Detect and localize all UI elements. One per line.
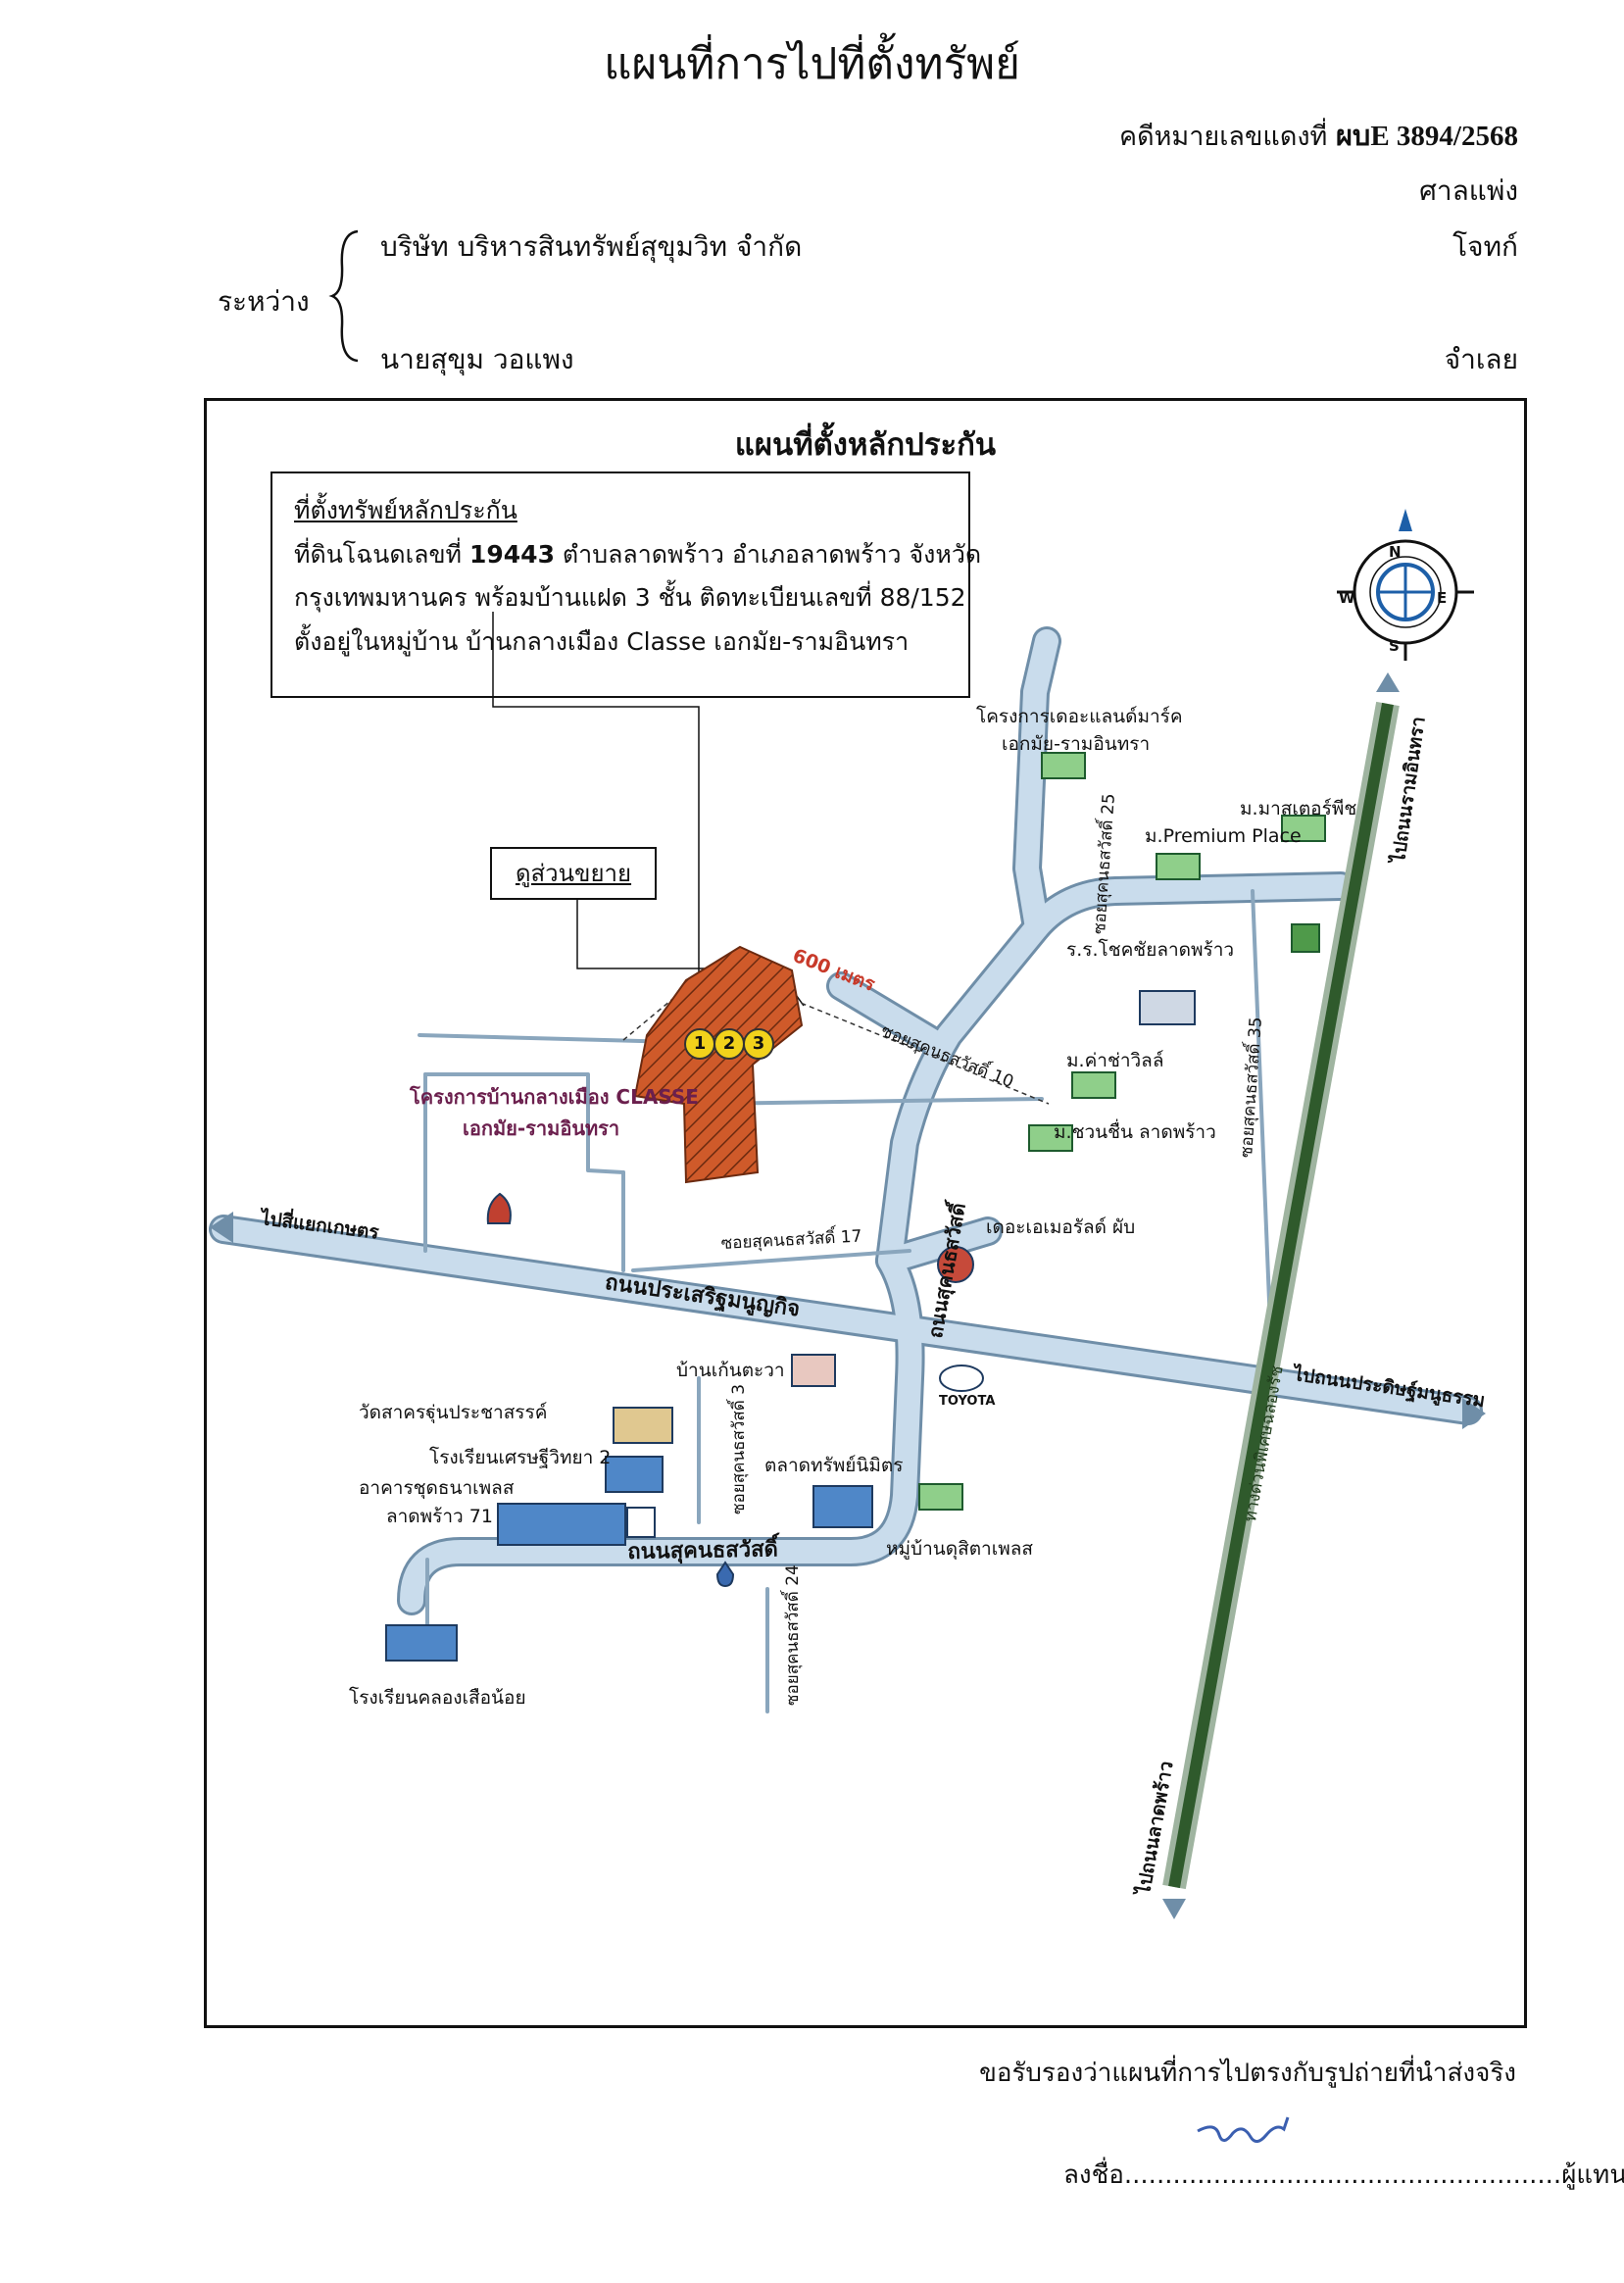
project-label-line-2: เอกมัย-รามอินทรา: [463, 1117, 620, 1140]
soi-label-3: ซอยสุคนธสวัสดิ์ 3: [729, 1383, 749, 1514]
document-title: แผนที่การไปที่ตั้งทรัพย์: [604, 39, 1020, 89]
court-name: ศาลแพ่ง: [1419, 174, 1518, 207]
compass-e: E: [1437, 589, 1448, 607]
plot-shape: [633, 945, 804, 1184]
landmark-school-khlong: โรงเรียนคลองเสือน้อย: [349, 1687, 526, 1709]
signature-line: ลงชื่อ..................................…: [1063, 2155, 1624, 2195]
road-label-sukhon: ถนนสุคนธสวัสดิ์: [627, 1537, 779, 1564]
compass-n: N: [1389, 543, 1402, 561]
soi-label-24: ซอยสุคนธสวัสดิ์ 24: [783, 1564, 803, 1706]
project-label-line-1: โครงการบ้านกลางเมือง CLASSE: [410, 1085, 699, 1109]
compass-s: S: [1389, 637, 1400, 655]
certification-text: ขอรับรองว่าแผนที่การไปตรงกับรูปถ่ายที่นำ…: [979, 2059, 1516, 2088]
sign-dots: ........................................…: [1123, 2160, 1562, 2190]
case-number: ผบE 3894/2568: [1335, 121, 1518, 152]
property-info-box: ที่ตั้งทรัพย์หลักประกัน ที่ดินโฉนดเลขที่…: [271, 471, 981, 698]
case-label: คดีหมายเลขแดงที่: [1119, 122, 1328, 152]
landmark-master-peach: ม.มาสเตอร์พีช: [1240, 798, 1357, 819]
landmark-apartment-line-2: ลาดพร้าว 71: [386, 1506, 493, 1527]
info-line-3: ตั้งอยู่ในหมู่บ้าน บ้านกลางเมือง Classe …: [294, 626, 910, 656]
brace-symbol: [328, 229, 359, 363]
landmark-school-setthi: โรงเรียนเศรษฐีวิทยา 2: [429, 1447, 612, 1468]
signature: [1197, 2116, 1290, 2143]
compass-rose: [1337, 509, 1474, 661]
landmark-village-dusit: หมู่บ้านดุสิตาเพลส: [886, 1538, 1033, 1560]
case-number-line: คดีหมายเลขแดงที่ ผบE 3894/2568: [1119, 113, 1518, 158]
defendant-name: นายสุขุม วอแพง: [380, 343, 574, 375]
landmark-icons: [918, 752, 1326, 1511]
landmark-school-chokchai: ร.ร.โชคชัยลาดพร้าว: [1066, 939, 1235, 961]
expressway-line: [1162, 672, 1400, 1919]
between-label: ระหว่าง: [218, 285, 310, 318]
landmark-ban-khun-tawa: บ้านเก้นตะวา: [676, 1360, 785, 1381]
building-icons: [385, 990, 1196, 1662]
map-title: แผนที่ตั้งหลักประกัน: [734, 427, 997, 463]
map-drawing: [209, 509, 1486, 1919]
plot-marker-2: 2: [714, 1028, 745, 1060]
landmark-landmark-project-2: เอกมัย-รามอินทรา: [1002, 733, 1151, 755]
info-heading: ที่ตั้งทรัพย์หลักประกัน: [294, 496, 517, 524]
plot-marker-3: 3: [743, 1028, 774, 1060]
landmark-cha-villa: ม.ค่าช่าวิลล์: [1066, 1050, 1164, 1071]
plot-marker-1: 1: [684, 1028, 715, 1060]
plaintiff-name: บริษัท บริหารสินทรัพย์สุขุมวิท จำกัด: [380, 230, 803, 263]
arrow-east: [1462, 1398, 1486, 1429]
landmark-premium-place: ม.Premium Place: [1145, 825, 1302, 847]
landmark-toyota: TOYOTA: [939, 1394, 996, 1409]
compass-w: W: [1339, 589, 1355, 607]
arrow-west: [210, 1212, 233, 1243]
map-frame: [204, 398, 1527, 2028]
deed-label: ที่ดินโฉนดเลขที่: [294, 539, 463, 569]
deed-number: 19443: [468, 539, 555, 569]
landmark-chuanchuen: ม.ชวนชื่น ลาดพร้าว: [1054, 1121, 1216, 1143]
info-line-2: กรุงเทพมหานคร พร้อมบ้านแฝด 3 ชั้น ติดทะเ…: [294, 583, 966, 612]
landmark-apartment-line-1: อาคารชุดธนาเพลส: [359, 1477, 515, 1499]
landmark-landmark-project-1: โครงการเดอะแลนด์มาร์ค: [976, 706, 1183, 727]
plaintiff-role: โจทก์: [1452, 230, 1518, 263]
landmark-market: ตลาดทรัพย์นิมิตร: [764, 1455, 904, 1476]
sign-label: ลงชื่อ: [1063, 2160, 1124, 2190]
zoom-label-box: ดูส่วนขยาย: [490, 847, 657, 900]
sign-role: ผู้แทนโจทก์: [1561, 2160, 1624, 2190]
defendant-role: จำเลย: [1444, 343, 1518, 375]
info-line-1: ที่ดินโฉนดเลขที่ 19443 ตำบลลาดพร้าว อำเภ…: [294, 533, 981, 577]
landmark-emerald-pub: เดอะเอเมอรัลด์ ผับ: [986, 1216, 1136, 1238]
landmark-temple: วัดสาครฐุ่นประชาสรรค์: [359, 1402, 548, 1423]
location-text: ตำบลลาดพร้าว อำเภอลาดพร้าว จังหวัด: [562, 539, 982, 569]
